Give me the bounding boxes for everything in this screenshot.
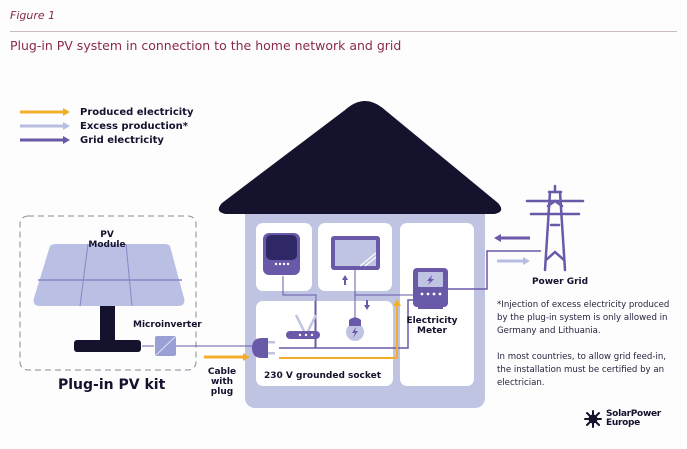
meter-label: Electricity Meter — [406, 316, 458, 336]
legend-item-produced: Produced electricity — [20, 105, 193, 119]
power-grid-pylon — [525, 184, 585, 272]
appliance-coffee-maker — [263, 233, 300, 275]
legend-item-grid: Grid electricity — [20, 133, 193, 147]
arrow-light-icon — [20, 122, 70, 130]
pv-module-label: PV Module — [88, 230, 126, 250]
power-grid-label: Power Grid — [531, 277, 589, 287]
legend-item-excess: Excess production* — [20, 119, 193, 133]
figure-title: Plug-in PV system in connection to the h… — [10, 38, 402, 53]
footnote: *Injection of excess electricity produce… — [497, 299, 677, 403]
plug-icon — [252, 338, 268, 358]
arrow-purple-icon — [20, 136, 70, 144]
legend-label: Grid electricity — [80, 134, 164, 146]
kit-title: Plug-in PV kit — [58, 377, 166, 393]
legend: Produced electricity Excess production* … — [20, 105, 193, 147]
appliance-router — [286, 314, 320, 339]
kit-boundary — [19, 215, 197, 371]
legend-label: Produced electricity — [80, 106, 194, 118]
pv-panel — [33, 244, 185, 306]
microinverter-label: Microinverter — [133, 320, 202, 330]
pv-stand-pole — [100, 306, 115, 341]
pv-stand-base — [74, 340, 141, 352]
footnote-injection: *Injection of excess electricity produce… — [497, 300, 670, 336]
cable-label: Cable with plug — [207, 367, 237, 397]
house-roof — [218, 101, 502, 214]
legend-label: Excess production* — [80, 120, 188, 132]
arrow-orange-icon — [20, 108, 70, 116]
figure-label: Figure 1 — [10, 9, 56, 22]
appliance-tv — [331, 236, 380, 270]
solarpower-europe-logo: SolarPower Europe — [584, 410, 661, 428]
divider — [10, 31, 677, 32]
socket-label: 230 V grounded socket — [264, 371, 382, 381]
footnote-certification: In most countries, to allow grid feed-in… — [497, 352, 667, 388]
sun-logo-icon — [584, 410, 602, 428]
appliance-lightbulb — [346, 317, 364, 341]
electricity-meter — [413, 268, 448, 309]
